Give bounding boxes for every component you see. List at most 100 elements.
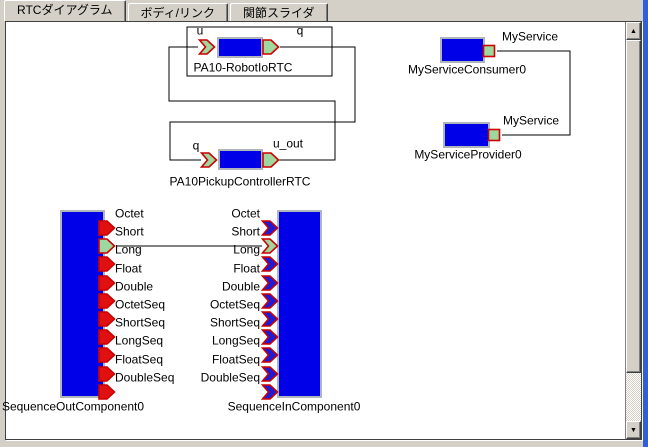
sequence-out-port-label-doubleseq: DoubleSeq	[115, 370, 175, 385]
out-port-icon	[98, 220, 116, 236]
window-frame-edge	[643, 0, 648, 447]
sequence-in-port-floatseq[interactable]	[261, 366, 279, 382]
sequence-out-port-label-double: Double	[115, 279, 154, 294]
pa10-pickup-port-label-u_out: u_out	[272, 136, 304, 151]
tab-0[interactable]: RTCダイアグラム	[4, 0, 126, 21]
pa10-pickup-port-label-q: q	[192, 138, 200, 153]
sequence-out-port-doubleseq[interactable]	[98, 384, 116, 400]
component-myservice-consumer[interactable]	[440, 37, 485, 63]
pa10-robotio-port-u[interactable]	[198, 39, 216, 55]
sequence-out-port-label-longseq: LongSeq	[115, 333, 164, 348]
component-name-myservice-provider: MyServiceProvider0	[414, 147, 522, 162]
sequence-out-port-short[interactable]	[98, 238, 116, 254]
sequence-out-port-octet[interactable]	[98, 220, 116, 236]
sequence-in-port-doubleseq[interactable]	[261, 384, 279, 400]
selection-box-pa10-robotio	[186, 26, 333, 77]
scrollbar-thumb[interactable]	[626, 40, 641, 373]
tab-2[interactable]: 関節スライダ	[230, 3, 328, 21]
myservice-provider-port-myservice[interactable]	[486, 127, 504, 143]
out-port-icon	[98, 275, 116, 291]
out-port-icon	[98, 238, 116, 254]
sequence-out-port-label-octetseq: OctetSeq	[115, 297, 166, 312]
sequence-out-port-float[interactable]	[98, 275, 116, 291]
in-port-icon	[261, 238, 279, 254]
sequence-in-port-float[interactable]	[261, 275, 279, 291]
out-port-icon	[98, 311, 116, 327]
sequence-in-port-longseq[interactable]	[261, 347, 279, 363]
in-port-icon	[261, 293, 279, 309]
vertical-scrollbar[interactable]: ▲ ▼	[625, 22, 641, 439]
sequence-in-port-label-shortseq: ShortSeq	[209, 315, 260, 330]
in-port-icon	[261, 347, 279, 363]
component-sequence-out[interactable]	[60, 210, 105, 398]
out-port-icon	[98, 347, 116, 363]
service-port-icon	[482, 44, 496, 58]
out-port-icon	[262, 152, 280, 168]
sequence-in-port-label-float: Float	[233, 261, 260, 276]
out-port-icon	[262, 39, 280, 55]
sequence-out-port-label-long: Long	[115, 242, 142, 257]
sequence-out-port-label-float: Float	[115, 261, 142, 276]
component-myservice-provider[interactable]	[443, 122, 490, 148]
sequence-out-port-long[interactable]	[98, 256, 116, 272]
sequence-out-port-floatseq[interactable]	[98, 366, 116, 382]
sequence-in-port-label-floatseq: FloatSeq	[211, 352, 260, 367]
pa10-robotio-port-q[interactable]	[262, 39, 280, 55]
pa10-robotio-port-label-u: u	[196, 23, 204, 38]
scroll-up-icon: ▲	[630, 27, 637, 35]
scrollbar-track[interactable]	[626, 373, 641, 421]
component-pa10-robotio[interactable]	[217, 37, 263, 58]
wire-consumer-to-provider-myservice[interactable]	[497, 50, 571, 136]
sequence-out-port-double[interactable]	[98, 293, 116, 309]
component-name-myservice-consumer: MyServiceConsumer0	[407, 62, 527, 77]
in-port-icon	[198, 39, 216, 55]
myservice-consumer-port-label-myservice: MyService	[501, 29, 559, 44]
in-port-icon	[261, 384, 279, 400]
sequence-in-port-label-double: Double	[221, 279, 260, 294]
in-port-icon	[261, 275, 279, 291]
tab-1[interactable]: ボディ/リンク	[127, 3, 228, 21]
out-port-icon	[98, 293, 116, 309]
sequence-out-port-shortseq[interactable]	[98, 329, 116, 345]
wire-robotio-q-to-pickup-q[interactable]	[169, 46, 356, 161]
sequence-in-port-label-octetseq: OctetSeq	[209, 297, 260, 312]
sequence-in-port-octet[interactable]	[261, 220, 279, 236]
in-port-icon	[261, 220, 279, 236]
in-port-icon	[200, 152, 218, 168]
pa10-pickup-port-u_out[interactable]	[262, 152, 280, 168]
component-pa10-pickup[interactable]	[218, 149, 263, 170]
sequence-in-port-short[interactable]	[261, 238, 279, 254]
in-port-icon	[261, 329, 279, 345]
sequence-in-port-label-short: Short	[231, 224, 260, 239]
out-port-icon	[98, 366, 116, 382]
wire-pickup-uout-to-robotio-u[interactable]	[168, 46, 336, 161]
component-name-sequence-out: SequenceOutComponent0	[1, 399, 145, 414]
pa10-robotio-port-label-q: q	[296, 23, 304, 38]
scroll-down-button[interactable]: ▼	[626, 421, 641, 439]
sequence-in-port-label-octet: Octet	[231, 206, 260, 221]
in-port-icon	[261, 311, 279, 327]
component-name-sequence-in: SequenceInComponent0	[227, 399, 361, 414]
sequence-out-port-label-floatseq: FloatSeq	[115, 352, 164, 367]
pa10-pickup-port-q[interactable]	[200, 152, 218, 168]
myservice-provider-port-label-myservice: MyService	[502, 113, 560, 128]
tab-bar: RTCダイアグラムボディ/リンク関節スライダ	[4, 0, 330, 21]
myservice-consumer-port-myservice[interactable]	[481, 43, 499, 59]
scroll-up-button[interactable]: ▲	[626, 22, 641, 40]
out-port-icon	[98, 256, 116, 272]
scroll-down-icon: ▼	[630, 426, 637, 434]
sequence-in-port-octetseq[interactable]	[261, 311, 279, 327]
component-sequence-in[interactable]	[277, 210, 322, 398]
sequence-in-port-label-longseq: LongSeq	[211, 333, 260, 348]
sequence-in-port-label-doubleseq: DoubleSeq	[200, 370, 260, 385]
sequence-in-port-long[interactable]	[261, 256, 279, 272]
sequence-in-port-shortseq[interactable]	[261, 329, 279, 345]
sequence-out-port-longseq[interactable]	[98, 347, 116, 363]
sequence-out-port-label-octet: Octet	[115, 206, 144, 221]
sequence-out-port-label-short: Short	[115, 224, 144, 239]
service-port-icon	[487, 128, 501, 142]
sequence-in-port-double[interactable]	[261, 293, 279, 309]
sequence-out-port-octetseq[interactable]	[98, 311, 116, 327]
